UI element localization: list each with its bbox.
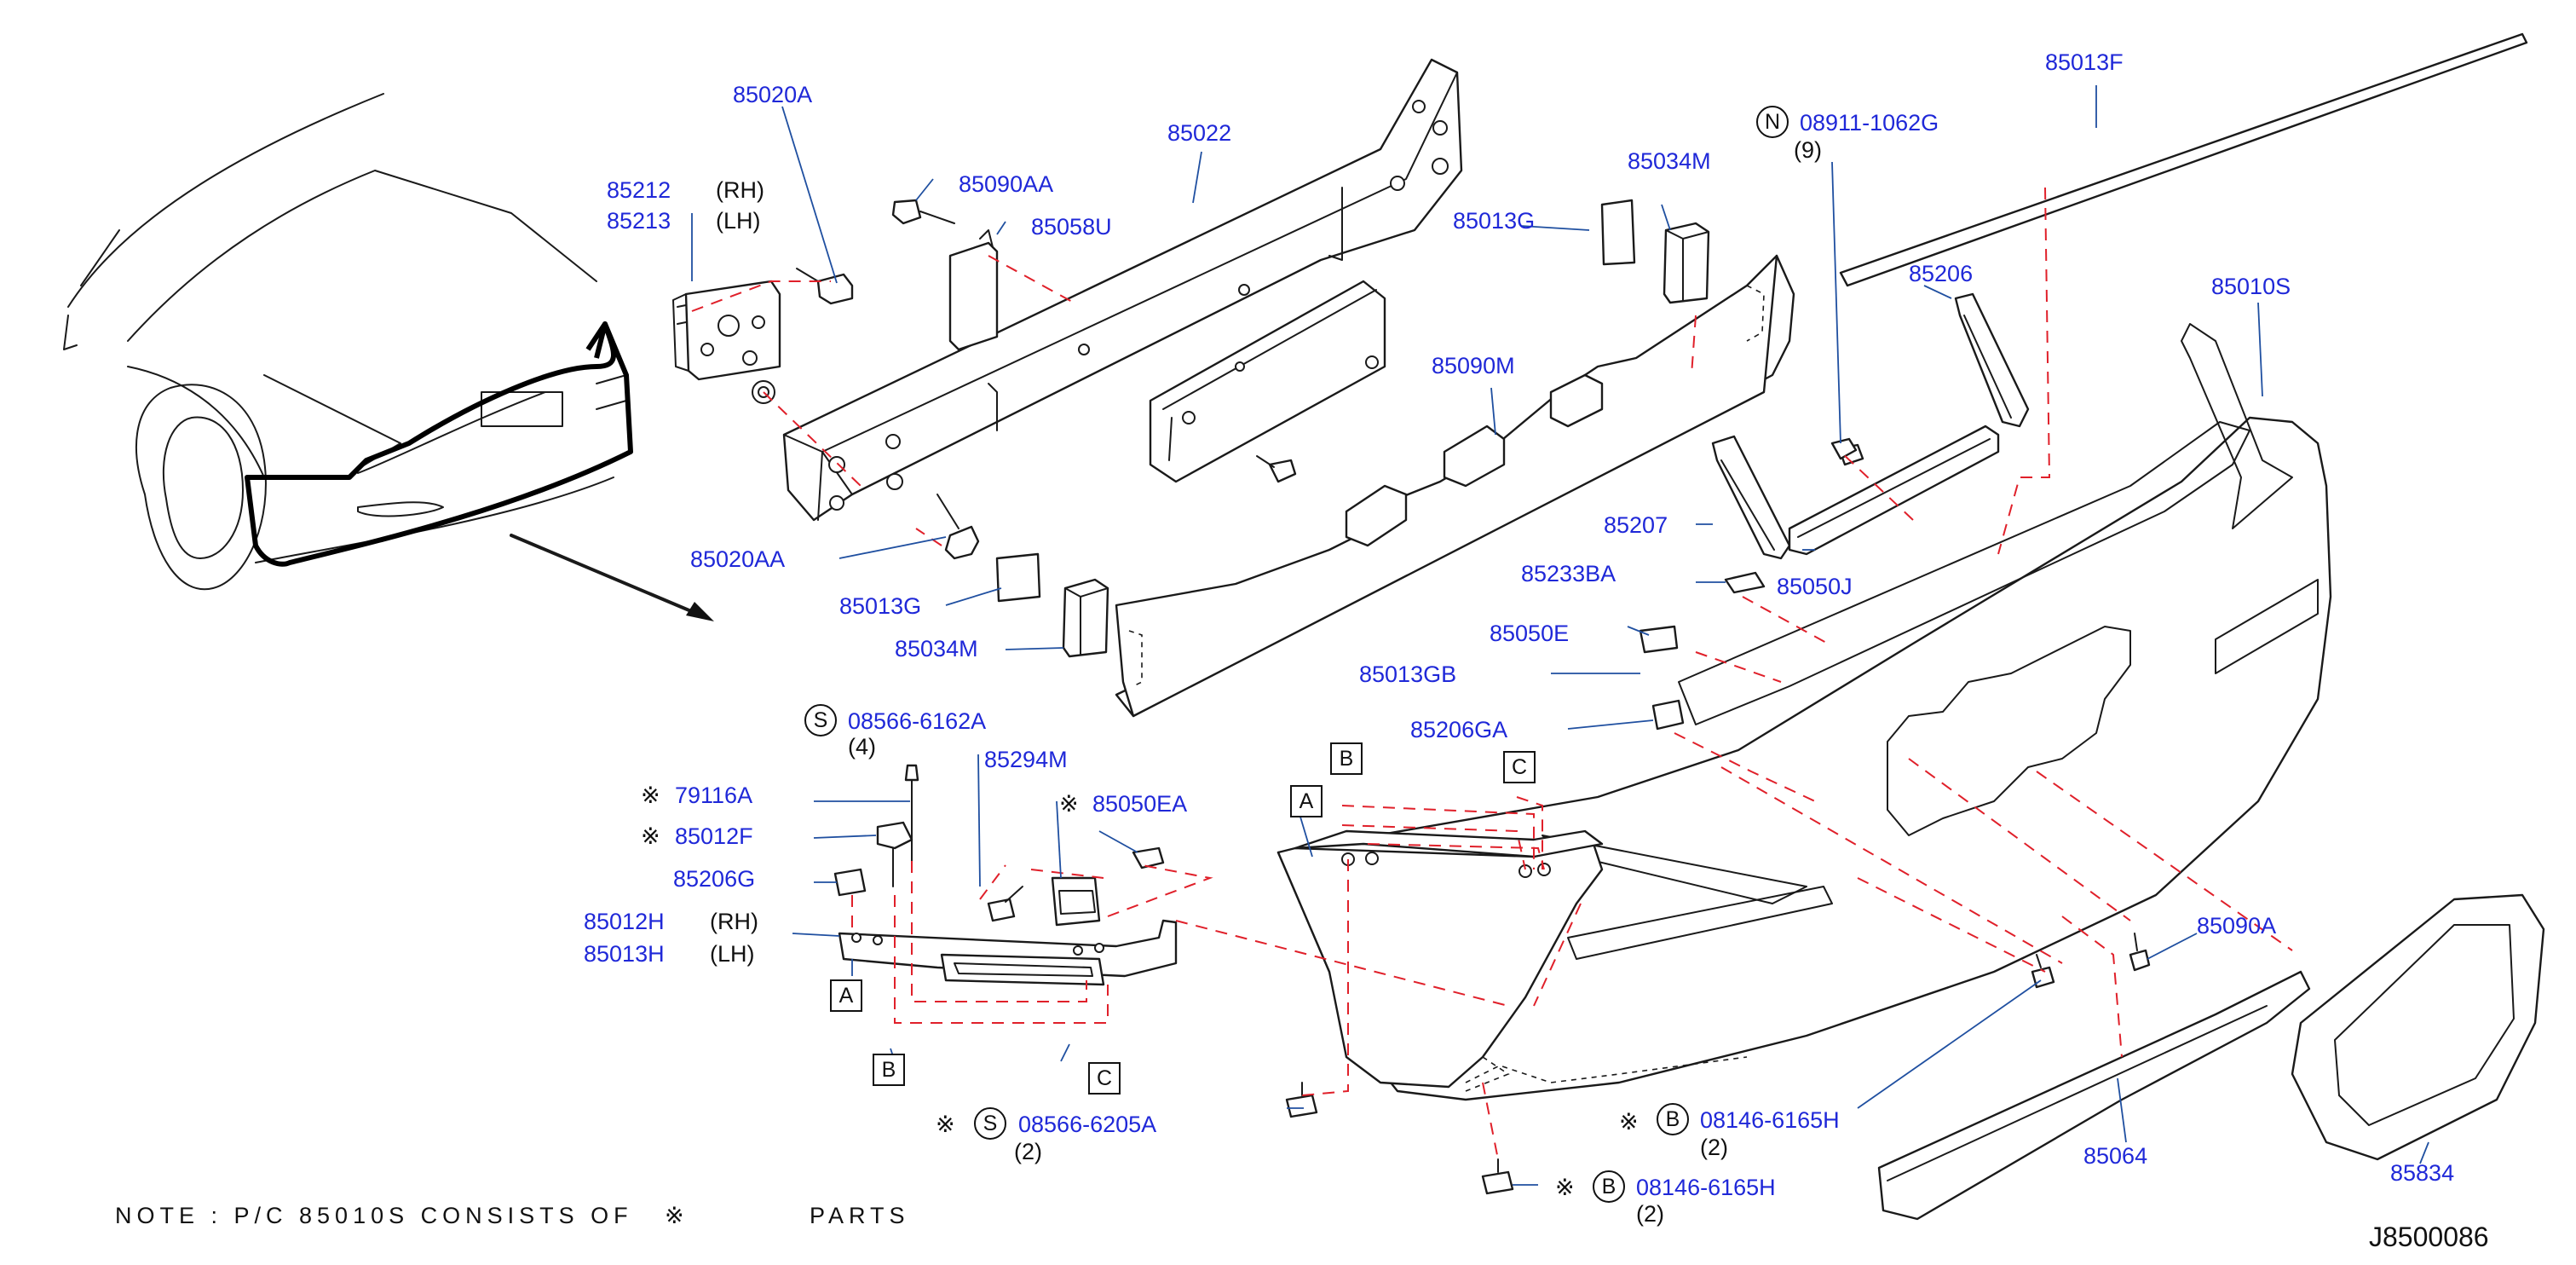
label-85206GA: 85206GA: [1410, 717, 1507, 742]
label-85013G-right: 85013G: [1453, 208, 1535, 234]
label-85022: 85022: [1167, 120, 1231, 146]
screw-symbol-S-upper: [804, 704, 837, 736]
bolt-symbol-letter-a: B: [1666, 1107, 1680, 1131]
marker-A-left: [830, 979, 862, 1012]
connection-lines: [691, 187, 2293, 1160]
screw-symbol-letter-lower: S: [983, 1112, 998, 1135]
label-85012F: 85012F: [675, 823, 753, 849]
label-85034M-right: 85034M: [1628, 148, 1711, 174]
rear-diffuser-85064: [1877, 970, 2311, 1221]
label-85058U: 85058U: [1031, 214, 1112, 240]
part-number-labels: 85020A 85212 (RH) 85213 (LH) 85090AA 850…: [584, 49, 2454, 1227]
label-08566-6162A-qty: (4): [848, 734, 876, 760]
label-85212: 85212: [607, 177, 671, 203]
screw-symbol-S-lower: [974, 1107, 1006, 1140]
screw-symbol-letter-upper: S: [814, 708, 828, 732]
label-85213: 85213: [607, 208, 671, 234]
asterisk-08146-a: ※: [1619, 1109, 1639, 1135]
label-85090A: 85090A: [2197, 913, 2276, 939]
connection-markers: A B C A B C: [830, 742, 1536, 1095]
label-85212-rh: (RH): [716, 177, 764, 203]
label-85064: 85064: [2083, 1143, 2147, 1169]
label-08566-6205A: 08566-6205A: [1018, 1112, 1156, 1137]
label-08911-qty: (9): [1794, 137, 1822, 163]
label-85020A: 85020A: [733, 82, 812, 107]
label-85090AA: 85090AA: [959, 171, 1053, 197]
label-85012H: 85012H: [584, 909, 665, 934]
label-08146-6165H-b: 08146-6165H: [1636, 1175, 1776, 1200]
bumper-reinforcement-85022: [782, 58, 1463, 522]
bolt-symbol-B-b: [1593, 1170, 1625, 1203]
marker-A-right: [1290, 785, 1323, 817]
label-85050EA: 85050EA: [1092, 791, 1187, 817]
label-85012H-rh: (RH): [710, 909, 758, 934]
label-79116A: 79116A: [675, 783, 752, 808]
asterisk-08146-b: ※: [1555, 1175, 1575, 1200]
marker-C-right: [1503, 751, 1536, 783]
footer-note: NOTE : P/C 85010S CONSISTS OF ※ PARTS J8…: [115, 1203, 2489, 1252]
label-08146-6165H-a-qty: (2): [1700, 1135, 1728, 1160]
label-08566-6162A: 08566-6162A: [848, 708, 986, 734]
label-85090M: 85090M: [1432, 353, 1515, 378]
label-85020AA: 85020AA: [690, 546, 785, 572]
energy-absorber-85090M: [1115, 254, 1795, 718]
nut-symbol-N: [1756, 106, 1789, 138]
diagram-code: J8500086: [2369, 1222, 2489, 1252]
note-asterisk: ※: [665, 1203, 684, 1228]
label-85834: 85834: [2390, 1160, 2454, 1186]
label-85013G-left: 85013G: [839, 593, 921, 619]
marker-A-right-letter: A: [1300, 789, 1314, 813]
asterisk-85050EA: ※: [1059, 791, 1079, 817]
license-panel-insert: [1887, 626, 2131, 836]
side-bracket-85212: [672, 280, 781, 404]
fasteners-upper: [796, 199, 1864, 560]
marker-A-left-letter: A: [839, 984, 854, 1008]
lower-side-bracket-85012H: [838, 919, 1178, 986]
label-85013F: 85013F: [2045, 49, 2124, 75]
exhaust-finisher-85834: [2291, 893, 2545, 1161]
asterisk-08566-6205A: ※: [936, 1112, 955, 1137]
bolt-symbol-B-a: [1657, 1103, 1689, 1135]
marker-B-right: [1330, 742, 1363, 775]
reinforcement-plate: [1149, 280, 1386, 483]
label-85013H-lh: (LH): [710, 941, 755, 967]
marker-C-left-letter: C: [1097, 1066, 1112, 1090]
label-85050E: 85050E: [1490, 621, 1569, 646]
label-85013H: 85013H: [584, 941, 665, 967]
label-85233BA: 85233BA: [1521, 561, 1616, 586]
label-85013GB: 85013GB: [1359, 661, 1456, 687]
label-08566-6205A-qty: (2): [1014, 1139, 1042, 1164]
spacer-pads: [995, 199, 1710, 658]
marker-B-left: [873, 1054, 905, 1086]
label-08911-1062G: 08911-1062G: [1800, 110, 1939, 136]
upper-molding-85013F: [1839, 32, 2528, 287]
label-85034M-left: 85034M: [895, 636, 978, 661]
clips-lower-left: [833, 625, 2151, 1195]
marker-B-right-letter: B: [1340, 747, 1354, 771]
note-parts: PARTS: [810, 1203, 910, 1228]
label-85206: 85206: [1909, 261, 1973, 286]
label-08146-6165H-a: 08146-6165H: [1700, 1107, 1840, 1133]
label-08146-6165H-b-qty: (2): [1636, 1201, 1664, 1227]
marker-C-left: [1088, 1062, 1121, 1095]
license-lamp-85294M: [1051, 876, 1101, 927]
marker-C-right-letter: C: [1512, 755, 1527, 779]
label-85206G: 85206G: [673, 866, 755, 892]
label-85213-lh: (LH): [716, 208, 761, 234]
asterisk-85012F: ※: [641, 823, 660, 849]
label-85010S: 85010S: [2211, 274, 2291, 299]
asterisk-79116A: ※: [641, 783, 660, 808]
leader-lines: [691, 85, 2429, 1186]
bumper-side-brackets: [1711, 292, 2030, 594]
bolt-symbol-letter-b: B: [1602, 1175, 1616, 1199]
nut-symbol-letter: N: [1765, 110, 1780, 134]
label-85294M: 85294M: [984, 747, 1068, 772]
marker-B-left-letter: B: [882, 1058, 896, 1082]
note-text: NOTE : P/C 85010S CONSISTS OF: [115, 1203, 633, 1228]
label-85207: 85207: [1604, 512, 1668, 538]
vehicle-rear-outline: [63, 93, 714, 621]
label-85050J: 85050J: [1777, 574, 1853, 599]
